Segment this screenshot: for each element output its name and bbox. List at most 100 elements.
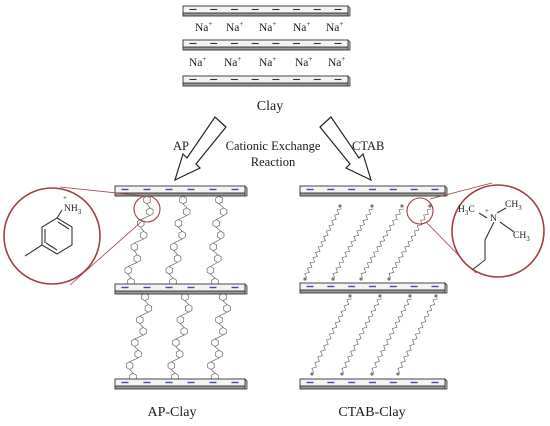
ap-clay-layer	[114, 378, 248, 390]
ctab-charge-label: +	[485, 207, 489, 215]
ap-molecule-column	[124, 195, 154, 287]
ctab-nitrogen-label: N	[490, 214, 497, 224]
ap-molecule-column	[165, 195, 191, 287]
bond-line	[169, 262, 178, 267]
zoom-connector	[429, 182, 493, 200]
bond-line	[175, 346, 180, 351]
ap-molecule-column	[206, 195, 228, 287]
benzene-ring-icon	[180, 327, 188, 336]
layer-shadow	[299, 289, 446, 294]
bond-line	[222, 300, 228, 305]
layer-shadow	[182, 46, 349, 51]
ap-molecule-column	[207, 292, 231, 382]
benzene-ring-icon	[146, 207, 154, 216]
benzene-ring-icon	[165, 266, 173, 275]
benzene-ring-icon	[206, 266, 215, 275]
ammonium-head-dot	[370, 372, 374, 376]
sodium-ion: Na+	[259, 20, 276, 34]
benzene-ring-icon	[183, 207, 191, 216]
layer-face	[114, 378, 246, 387]
ammonium-head-dot	[331, 277, 335, 281]
bond-line	[127, 273, 132, 279]
sodium-ion-row: Na+ Na+ Na+ Na+ Na+	[195, 20, 343, 34]
sodium-ion-row: Na+ Na+ Na+ Na+ Na+	[189, 55, 345, 69]
ctab-chain	[310, 294, 352, 376]
benzene-ring-icon	[219, 207, 228, 216]
sodium-ion: Na+	[189, 55, 206, 69]
ap-clay-layer	[114, 185, 248, 197]
right-arrow	[319, 116, 372, 182]
bond-line	[210, 273, 216, 279]
benzene-ring-icon	[167, 361, 175, 370]
zoom-connector	[59, 186, 146, 197]
ctab-chain	[340, 294, 382, 376]
ap-molecule-column	[125, 292, 153, 382]
ammonium-head-dot	[359, 277, 363, 281]
reaction-label-line1: Cationic Exchange	[226, 139, 321, 153]
benzene-ring-icon	[176, 315, 185, 325]
bond-line	[146, 203, 151, 209]
benzene-ring-icon	[172, 338, 180, 347]
bond-line	[178, 215, 187, 220]
benzene-ring-icon	[219, 327, 227, 336]
benzene-ring-icon	[179, 195, 187, 205]
layer-shadow	[114, 290, 246, 295]
ap-highlight-circle	[133, 195, 161, 223]
ammonium-head-dot	[370, 204, 374, 208]
alkyl-chain-line	[304, 208, 342, 278]
bond-line	[171, 357, 180, 363]
benzene-ring-icon	[174, 219, 183, 228]
ctab-chain	[359, 204, 404, 281]
alkyl-chain-line	[371, 298, 412, 373]
benzene-ring-icon	[139, 327, 147, 336]
benzene-ring-icon	[144, 304, 153, 313]
ammonium-head-dot	[434, 294, 438, 298]
ctab-chain	[370, 294, 412, 376]
benzene-ring-icon	[178, 230, 186, 240]
ap-clay-label: AP-Clay	[148, 405, 197, 420]
ctab-zoom-callout: CH3 H3C N + CH3	[406, 182, 545, 278]
ctab-clay-stack: CTAB-Clay	[299, 185, 448, 420]
ammonium-head-dot	[348, 294, 352, 298]
ammonium-head-dot	[310, 372, 314, 376]
bond-line	[171, 369, 176, 374]
ammonium-head-dot	[338, 204, 342, 208]
reaction-label-line2: Reaction	[251, 155, 296, 169]
benzene-ring-icon	[170, 242, 178, 252]
benzene-ring-icon	[143, 195, 151, 205]
ctab-methyl-label-2: CH3	[513, 231, 530, 243]
ctab-methyl-label: CH3	[505, 200, 522, 212]
ap-amine-label: NH3	[64, 204, 82, 216]
bond-line	[129, 369, 134, 374]
sodium-ion: Na+	[224, 55, 241, 69]
ammonium-head-dot	[340, 372, 344, 376]
sodium-ion: Na+	[295, 55, 312, 69]
benzene-ring-icon	[133, 254, 141, 263]
clay-stack: Na+ Na+ Na+ Na+ Na+ Na+ Na+ Na+ Na+ Na+ …	[182, 5, 351, 114]
sodium-ion: Na+	[195, 20, 212, 34]
ctab-chain	[396, 294, 438, 376]
ctab-clay-layer	[299, 185, 448, 197]
benzene-ring-icon	[217, 230, 225, 240]
bond-line	[210, 369, 216, 374]
benzene-ring-icon	[131, 338, 139, 347]
ctab-h3c-label: H3C	[458, 205, 475, 217]
clay-layer	[182, 5, 351, 17]
alkyl-chain-line	[332, 208, 374, 279]
bond-line	[173, 238, 183, 244]
ammonium-head-dot	[387, 277, 391, 281]
bond-line	[214, 346, 220, 351]
benzene-ring-icon	[215, 315, 223, 325]
benzene-ring-icon	[125, 361, 134, 370]
sodium-ion: Na+	[293, 20, 310, 34]
benzene-ring-icon	[136, 315, 144, 325]
benzene-ring-icon	[175, 349, 184, 359]
alkyl-chain-line	[311, 298, 352, 373]
bond-line	[214, 334, 224, 340]
alkyl-chain-line	[397, 298, 438, 373]
bond-line	[169, 273, 174, 279]
bond-line	[184, 300, 189, 305]
benzene-ring-icon	[209, 242, 217, 252]
benzene-ring-icon	[130, 242, 139, 252]
